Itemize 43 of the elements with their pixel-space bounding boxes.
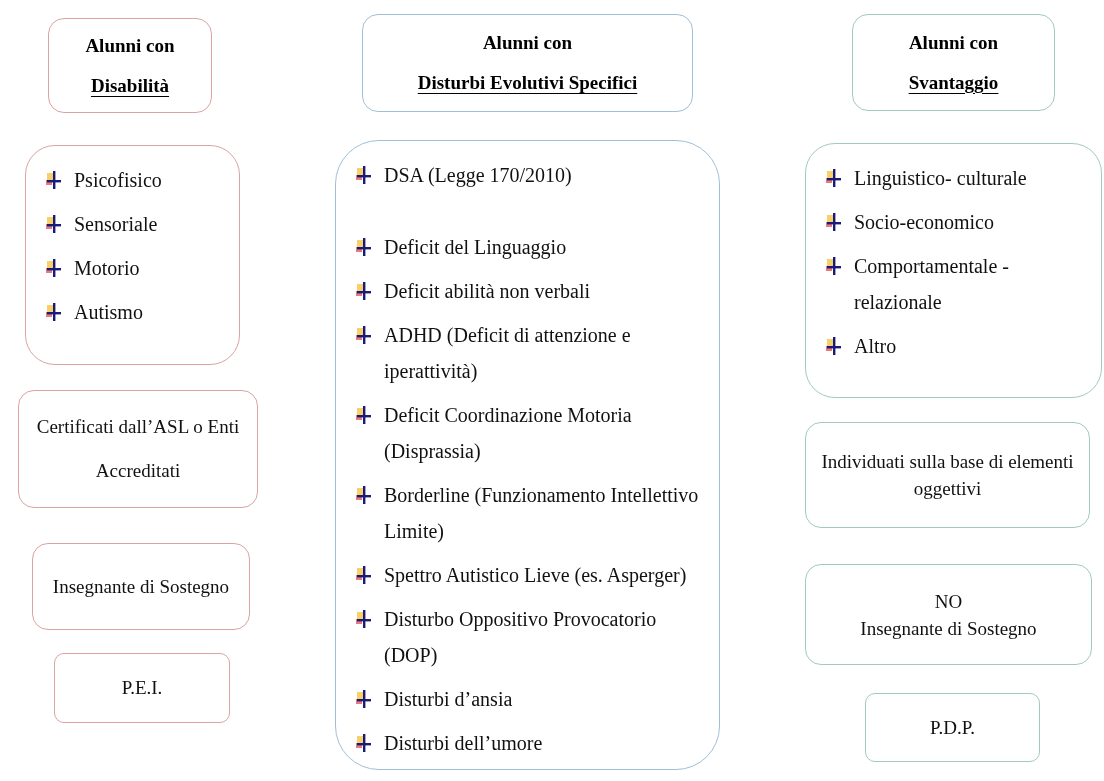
list-item-text: Deficit del Linguaggio bbox=[384, 235, 567, 261]
list-item-text: DSA (Legge 170/2010) bbox=[384, 163, 572, 189]
info-box bbox=[18, 390, 258, 508]
info-box bbox=[865, 693, 1040, 762]
heading-text: Disturbi Evolutivi Specifici bbox=[417, 71, 638, 95]
list-item-text: Altro bbox=[854, 334, 897, 359]
list-item-text: Disturbo Oppositivo Provocatorio (DOP) bbox=[384, 607, 658, 669]
heading-box bbox=[48, 18, 212, 113]
list-item-text: Borderline (Funzionamento Intellettivo Limite) bbox=[384, 483, 699, 545]
list-item-text: Psicofisico bbox=[74, 168, 162, 193]
box-text: Insegnante di Sostegno bbox=[860, 616, 1037, 641]
heading-text: Disabilità bbox=[90, 73, 170, 98]
list-item-text: Deficit abilità non verbali bbox=[384, 279, 591, 304]
list-box bbox=[805, 143, 1102, 398]
heading-text: Alunni con bbox=[908, 30, 999, 55]
info-box bbox=[805, 564, 1092, 665]
heading-box bbox=[852, 14, 1055, 111]
info-box bbox=[54, 653, 230, 723]
box-text: NO bbox=[934, 589, 963, 614]
list-item-text: Autismo bbox=[74, 300, 143, 325]
box-text: Individuati sulla base di elementi oggettivi bbox=[820, 450, 1075, 501]
info-box bbox=[805, 422, 1090, 528]
box-text: Insegnante di Sostegno bbox=[52, 574, 230, 599]
box-text: P.E.I. bbox=[121, 676, 163, 700]
list-box bbox=[25, 145, 240, 365]
list-item-text: Disturbi d’ansia bbox=[384, 687, 513, 712]
list-item-text: Disturbi dell’umore bbox=[384, 731, 543, 756]
list-item-text: Linguistico- culturale bbox=[854, 166, 1027, 192]
box-text: P.D.P. bbox=[930, 715, 975, 740]
list-item-text: Socio-economico bbox=[854, 210, 994, 235]
heading-text: Alunni con bbox=[482, 31, 573, 55]
list-item-text: Motorio bbox=[74, 256, 140, 281]
list-item-text: ADHD (Deficit di attenzione e iperattività) bbox=[384, 323, 632, 385]
list-item-text: Deficit Coordinazione Motoria (Disprassia) bbox=[384, 403, 633, 465]
list-item-text: Sensoriale bbox=[74, 212, 158, 237]
heading-text: Svantaggio bbox=[908, 70, 999, 95]
heading-text: Alunni con bbox=[85, 33, 175, 58]
info-box bbox=[32, 543, 250, 630]
list-item-text: Spettro Autistico Lieve (es. Asperger) bbox=[384, 563, 687, 589]
list-box bbox=[335, 140, 720, 770]
box-text: Certificati dall’ASL o Enti Accreditati bbox=[35, 415, 241, 483]
list-item-text: Comportamentale - relazionale bbox=[854, 254, 1010, 315]
heading-box bbox=[362, 14, 693, 112]
